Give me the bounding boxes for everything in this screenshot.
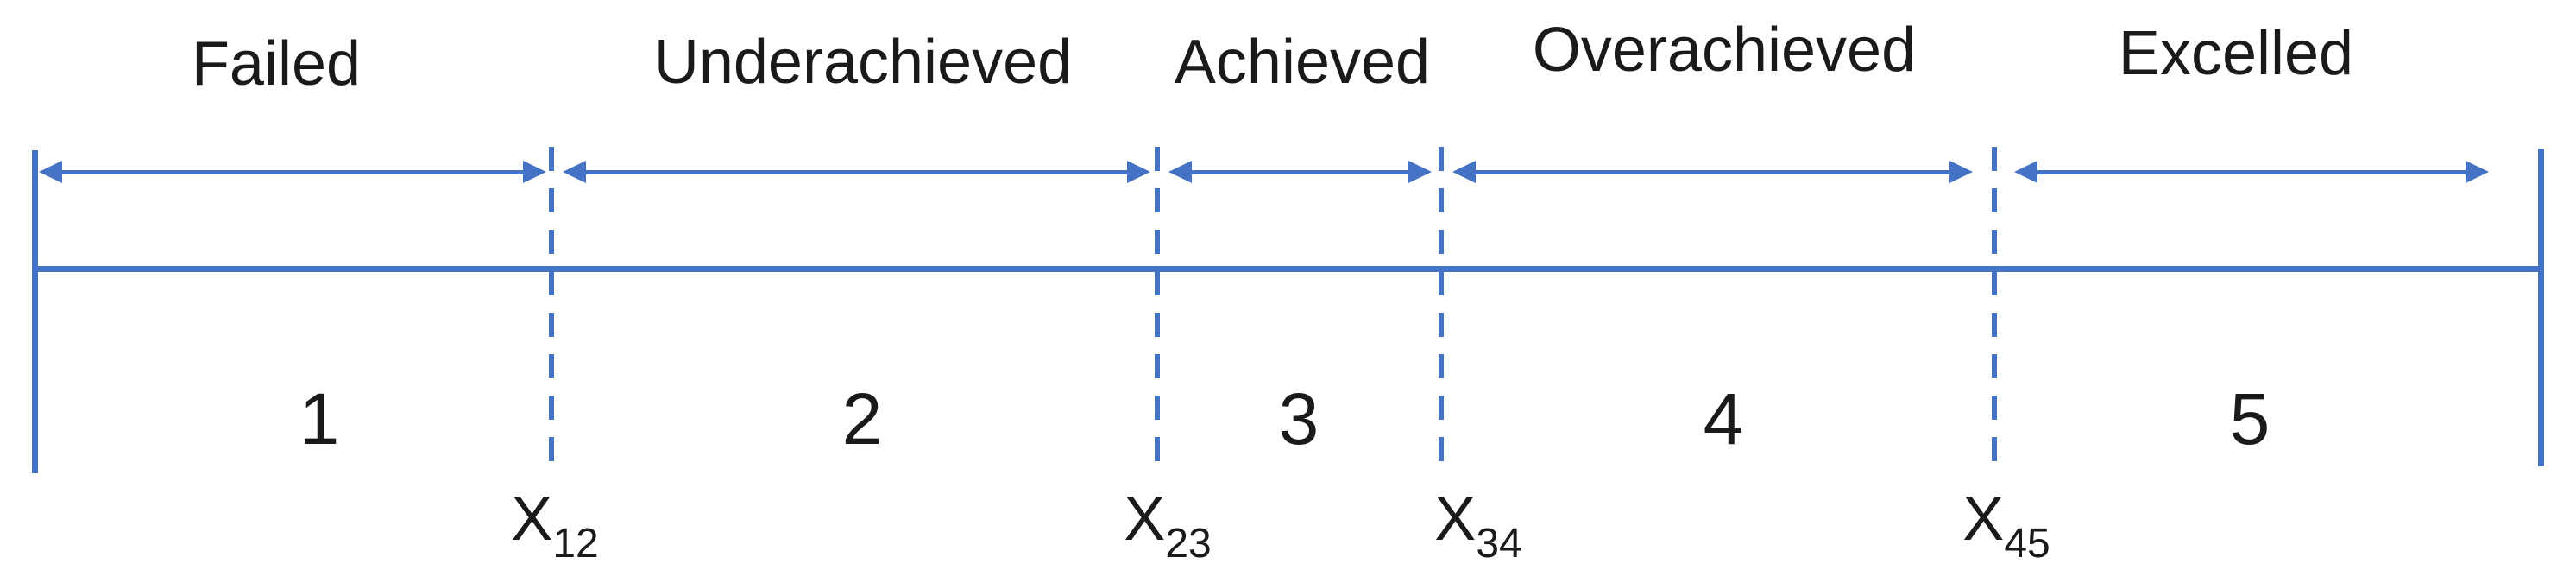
segment-number-1: 1 [299,378,340,459]
divider-dashed-x23 [1155,147,1160,463]
range-arrow-segment-3 [1168,161,1432,183]
arrowhead-right-icon [1408,161,1432,183]
boundary-label-x23: X23 [1124,488,1211,565]
boundary-subscript: 34 [1476,521,1522,567]
segment-label-failed: Failed [191,29,362,98]
segment-label-overachieved: Overachieved [1532,16,1917,85]
segment-number-5: 5 [2229,378,2271,459]
arrow-shaft [1466,170,1959,174]
segment-number-3: 3 [1278,378,1319,459]
boundary-subscript: 23 [1165,521,1212,567]
segment-label-excelled: Excelled [2118,19,2354,88]
arrowhead-right-icon [1949,161,1973,183]
scale-baseline [35,266,2544,272]
boundary-label-x12: X12 [511,488,598,565]
segment-label-achieved: Achieved [1174,28,1431,97]
boundary-label-x45: X45 [1962,488,2050,565]
range-arrow-segment-1 [39,161,546,183]
range-arrow-segment-4 [1452,161,1973,183]
arrowhead-right-icon [2466,161,2489,183]
arrow-shaft [1182,170,1418,174]
divider-dashed-x34 [1439,147,1444,463]
boundary-subscript: 12 [552,521,599,567]
left-boundary-tick [32,150,38,473]
boundary-base: X [1962,485,2005,554]
divider-dashed-x12 [549,147,554,463]
arrowhead-right-icon [523,161,546,183]
boundary-base: X [1124,485,1166,554]
boundary-label-x34: X34 [1434,488,1521,565]
boundary-base: X [1434,485,1477,554]
arrowhead-right-icon [1127,161,1150,183]
range-arrow-segment-5 [2014,161,2489,183]
boundary-subscript: 45 [2004,521,2050,567]
segment-number-4: 4 [1703,378,1744,459]
segment-number-2: 2 [841,378,883,459]
arrow-shaft [53,170,532,174]
arrow-shaft [576,170,1137,174]
arrow-shaft [2028,170,2475,174]
boundary-base: X [511,485,553,554]
right-boundary-tick [2538,149,2544,466]
range-arrow-segment-2 [563,161,1150,183]
divider-dashed-x45 [1992,147,1997,463]
segment-label-underachieved: Underachieved [653,28,1073,97]
